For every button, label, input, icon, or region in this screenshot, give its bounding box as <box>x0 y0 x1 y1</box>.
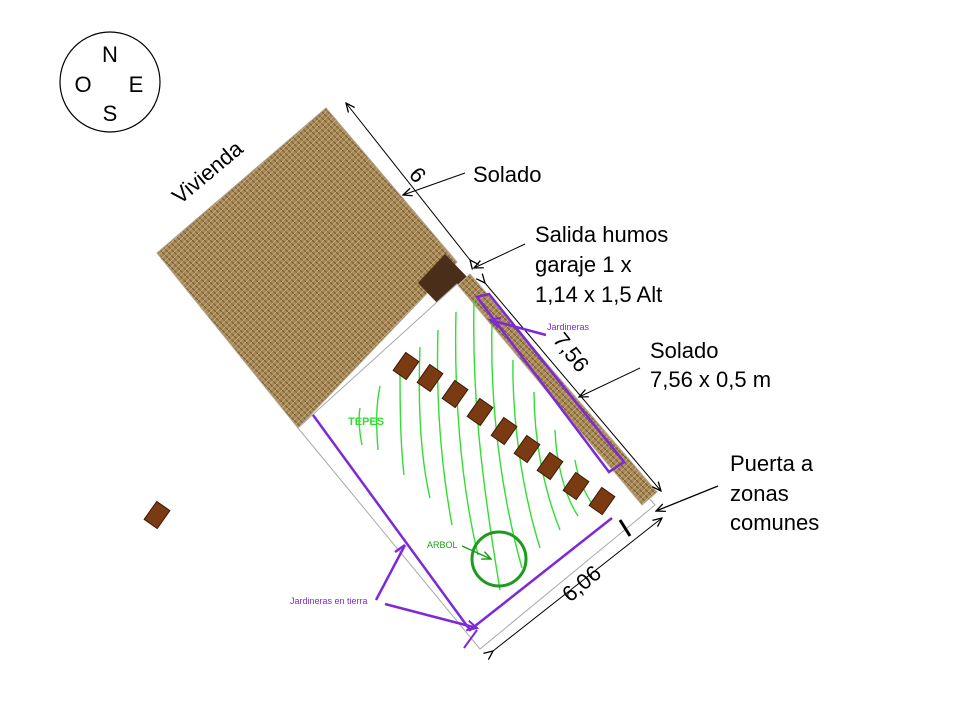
planter-box <box>441 379 469 409</box>
callout-arrow-tierra <box>384 602 477 628</box>
solado-top-label: Solado <box>473 162 542 187</box>
compass-rose: N O E S <box>59 31 161 133</box>
planter-box-legend <box>143 500 171 530</box>
puerta-label-line1: Puerta a <box>730 451 814 476</box>
callout-line-tierra-a <box>374 544 407 601</box>
dimension-line-756 <box>485 283 661 491</box>
dimension-line-606 <box>493 518 662 651</box>
compass-circle <box>59 31 161 133</box>
callout-line-tierra-c <box>463 629 478 649</box>
ground-planters-label: Jardineras en tierra <box>290 596 368 606</box>
planter-box <box>392 351 420 381</box>
solado-side-label-line2: 7,56 x 0,5 m <box>650 367 771 392</box>
salida-label-line3: 1,14 x 1,5 Alt <box>535 282 662 307</box>
callout-arrow-puerta <box>656 485 719 511</box>
salida-label-line1: Salida humos <box>535 222 668 247</box>
jardineras-label: Jardineras <box>547 322 590 332</box>
compass-north: N <box>102 42 118 67</box>
dimension-line-6 <box>346 103 470 260</box>
compass-west: O <box>74 72 91 97</box>
callout-line-tierra-b <box>394 543 406 554</box>
callout-arrow-solado-side <box>579 367 641 397</box>
dimension-6-label: 6 <box>404 162 431 187</box>
compass-east: E <box>129 72 144 97</box>
salida-label-line2: garaje 1 x <box>535 252 632 277</box>
compass-south: S <box>103 101 118 126</box>
planter-box <box>416 363 444 393</box>
callout-arrow-solado <box>403 172 466 195</box>
solado-side-label-line1: Solado <box>650 338 719 363</box>
puerta-label-line2: zonas <box>730 481 789 506</box>
callout-arrow-jardineras <box>490 320 547 337</box>
callout-arrow-salida <box>474 243 526 268</box>
puerta-label-line3: comunes <box>730 510 819 535</box>
tree-label: ARBOL <box>427 540 458 550</box>
lawn-label: TEPES <box>348 416 384 428</box>
dimension-756-label: 7,56 <box>548 328 594 377</box>
